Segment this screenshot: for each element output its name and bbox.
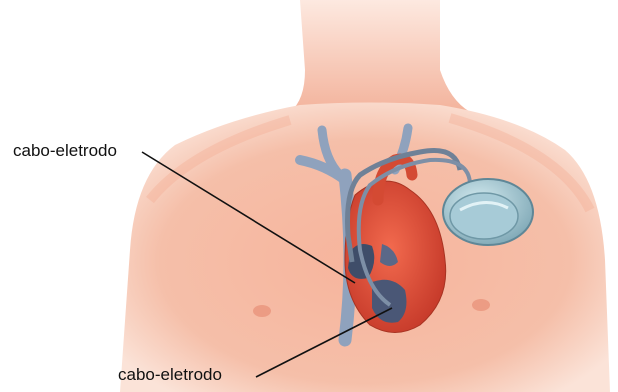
left-nipple <box>253 305 271 317</box>
neck <box>290 0 470 112</box>
upper-lead-label: cabo-eletrodo <box>13 142 117 159</box>
lower-lead-label: cabo-eletrodo <box>118 366 222 383</box>
right-nipple <box>472 299 490 311</box>
